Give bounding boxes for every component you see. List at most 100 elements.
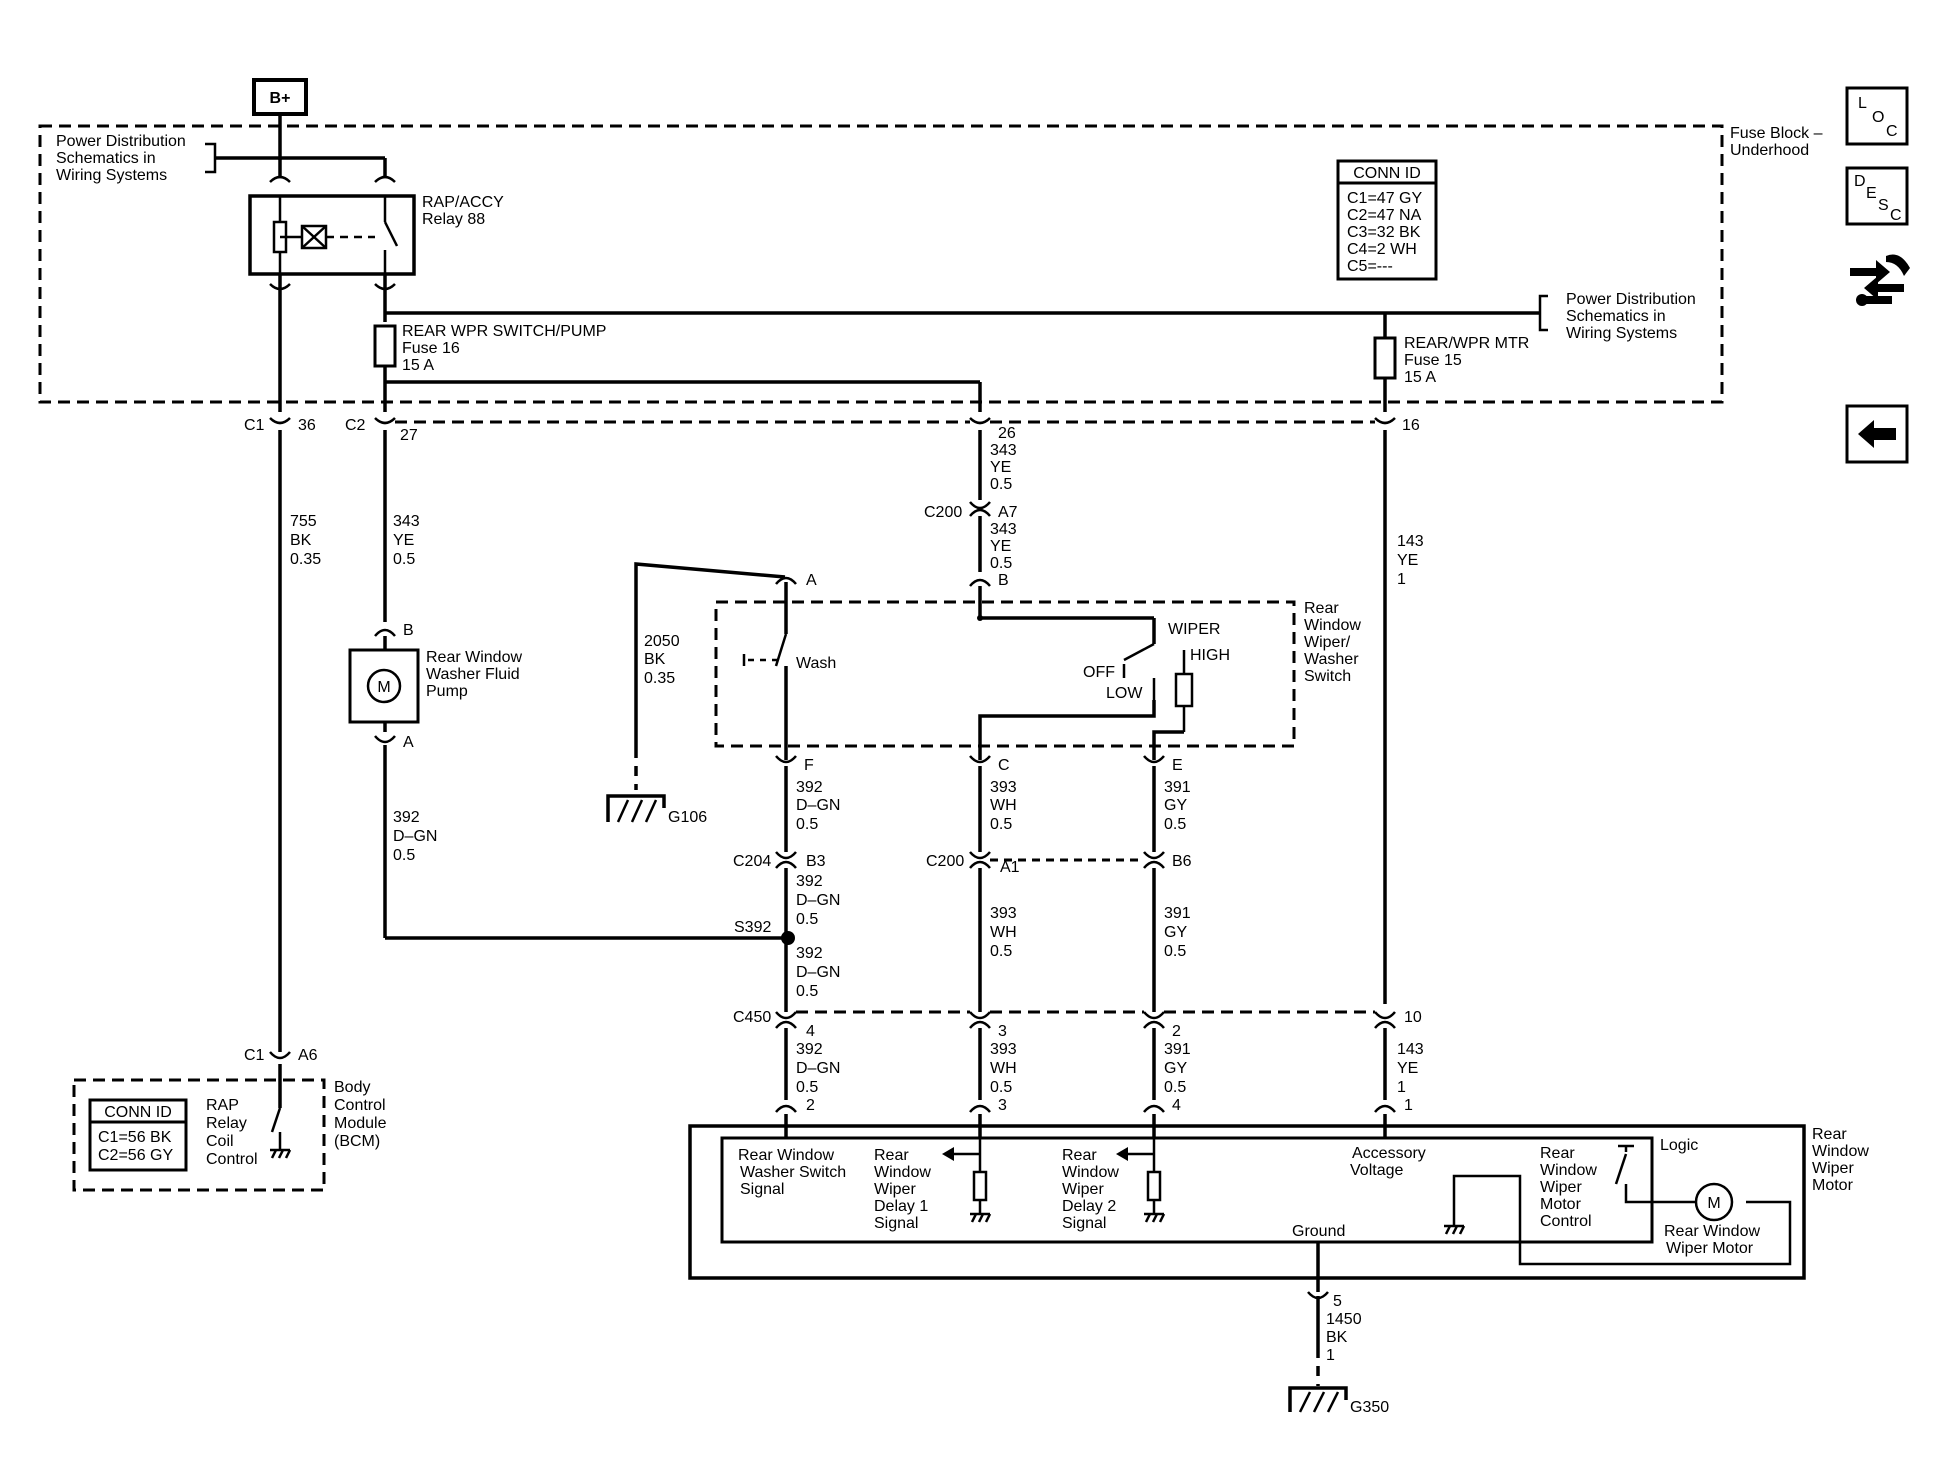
wire-393mid-num: 393 [990,905,1017,922]
wire-391mid-size: 0.5 [1164,943,1186,960]
switch-label-5: Switch [1304,668,1351,685]
wire-1450-size: 1 [1326,1347,1335,1364]
wire-343c-num: 343 [990,521,1017,538]
switch-label-4: Washer [1304,651,1359,668]
power-dist-right-3: Wiring Systems [1566,325,1677,342]
c200-mid-b6: B6 [1172,853,1192,870]
bcm-coil-3: Coil [206,1133,234,1150]
delay1-3: Wiper [874,1181,916,1198]
fuse-block-title: Fuse Block – [1730,125,1823,142]
control-5: Control [1540,1213,1592,1230]
wire-393c-size: 0.5 [990,816,1012,833]
motor-label-2: Window [1812,1143,1869,1160]
back-button[interactable] [1845,404,1909,464]
fuse-block-subtitle: Underhood [1730,142,1809,159]
wire-392mid-size: 0.5 [796,911,818,928]
wire-392bot-num: 392 [796,1041,823,1058]
switch-pin-a: A [806,572,817,589]
wire-393c-num: 393 [990,779,1017,796]
wire-392bot-color: D–GN [796,1060,840,1077]
c450-pin-2: 2 [1172,1023,1181,1040]
wire-392-pump-size: 0.5 [393,847,415,864]
loc-button[interactable]: L O C [1845,86,1909,146]
wire-143b-color: YE [1397,1060,1418,1077]
relay-label-1: RAP/ACCY [422,194,504,211]
loc-l: L [1858,95,1867,112]
switch-high: HIGH [1190,647,1230,664]
wire-393bot-size: 0.5 [990,1079,1012,1096]
c204-name: C204 [733,853,771,870]
pump-label-3: Pump [426,683,468,700]
motor-pin-5: 5 [1333,1293,1342,1310]
fb-pin-16: 16 [1402,417,1420,434]
wire-392-pump-color: D–GN [393,828,437,845]
switch-pin-f: F [804,757,814,774]
washer-sig-1: Rear Window [738,1147,834,1164]
desc-c: C [1890,207,1902,224]
delay2-5: Signal [1062,1215,1106,1232]
bcm-pin: A6 [298,1047,318,1064]
c450-pin-4: 4 [806,1023,815,1040]
bcm-c1: C1 [244,1047,265,1064]
wire-392low-size: 0.5 [796,983,818,1000]
wire-755-color: BK [290,532,312,549]
bcm-label-4: (BCM) [334,1133,380,1150]
delay1-1: Rear [874,1147,909,1164]
accessory-2: Voltage [1350,1162,1403,1179]
delay1-5: Signal [874,1215,918,1232]
fb-c1: C1 [244,417,265,434]
conn-id-row-1: C1=47 GY [1347,190,1422,207]
delay2-3: Wiper [1062,1181,1104,1198]
rap-relay [248,194,416,276]
wire-392f-num: 392 [796,779,823,796]
wire-755-num: 755 [290,513,317,530]
power-dist-left-1: Power Distribution [56,133,186,150]
switch-wash: Wash [796,655,836,672]
c450-pin-3: 3 [998,1023,1007,1040]
wire-392f-color: D–GN [796,797,840,814]
motor-pin-1: 1 [1404,1097,1413,1114]
wire-393mid-color: WH [990,924,1017,941]
wire-2050-size: 0.35 [644,670,675,687]
delay2-1: Rear [1062,1147,1097,1164]
delay1-4: Delay 1 [874,1198,928,1215]
pump-motor-symbol: M [377,679,390,696]
desc-d: D [1854,173,1866,190]
c200-mid-name: C200 [926,853,964,870]
desc-button[interactable]: D E S C [1845,166,1909,226]
wire-392low-num: 392 [796,945,823,962]
pump-label-1: Rear Window [426,649,522,666]
bcm-coil-2: Relay [206,1115,247,1132]
fuse16-label-1: REAR WPR SWITCH/PUMP [402,323,606,340]
c450-pin-10: 10 [1404,1009,1422,1026]
battery-box: B+ [252,78,308,116]
wire-2050-color: BK [644,651,666,668]
wire-391bot-color: GY [1164,1060,1187,1077]
conn-id-row-4: C4=2 WH [1347,241,1417,258]
wiper-motor-module [688,1124,1806,1280]
washer-sig-2: Washer Switch [740,1164,846,1181]
ground-label: Ground [1292,1223,1345,1240]
pump-pin-a: A [403,734,414,751]
battery-label: B+ [270,90,291,107]
switch-off: OFF [1083,664,1115,681]
fb-pin-26: 26 [998,425,1016,442]
accessory-1: Accessory [1352,1145,1426,1162]
wire-343a-color: YE [393,532,414,549]
wire-1450-color: BK [1326,1329,1348,1346]
power-dist-left-2: Schematics in [56,150,156,167]
wire-392bot-size: 0.5 [796,1079,818,1096]
c200-top-pin: A7 [998,504,1018,521]
wire-392f-size: 0.5 [796,816,818,833]
power-dist-right-1: Power Distribution [1566,291,1696,308]
wire-143a-size: 1 [1397,571,1406,588]
delay2-2: Window [1062,1164,1119,1181]
switch-pin-e: E [1172,757,1183,774]
wire-391bot-size: 0.5 [1164,1079,1186,1096]
control-2: Window [1540,1162,1597,1179]
wire-143a-color: YE [1397,552,1418,569]
connector-tool-icon[interactable] [1850,254,1910,307]
c200-top-name: C200 [924,504,962,521]
desc-s: S [1878,197,1889,214]
